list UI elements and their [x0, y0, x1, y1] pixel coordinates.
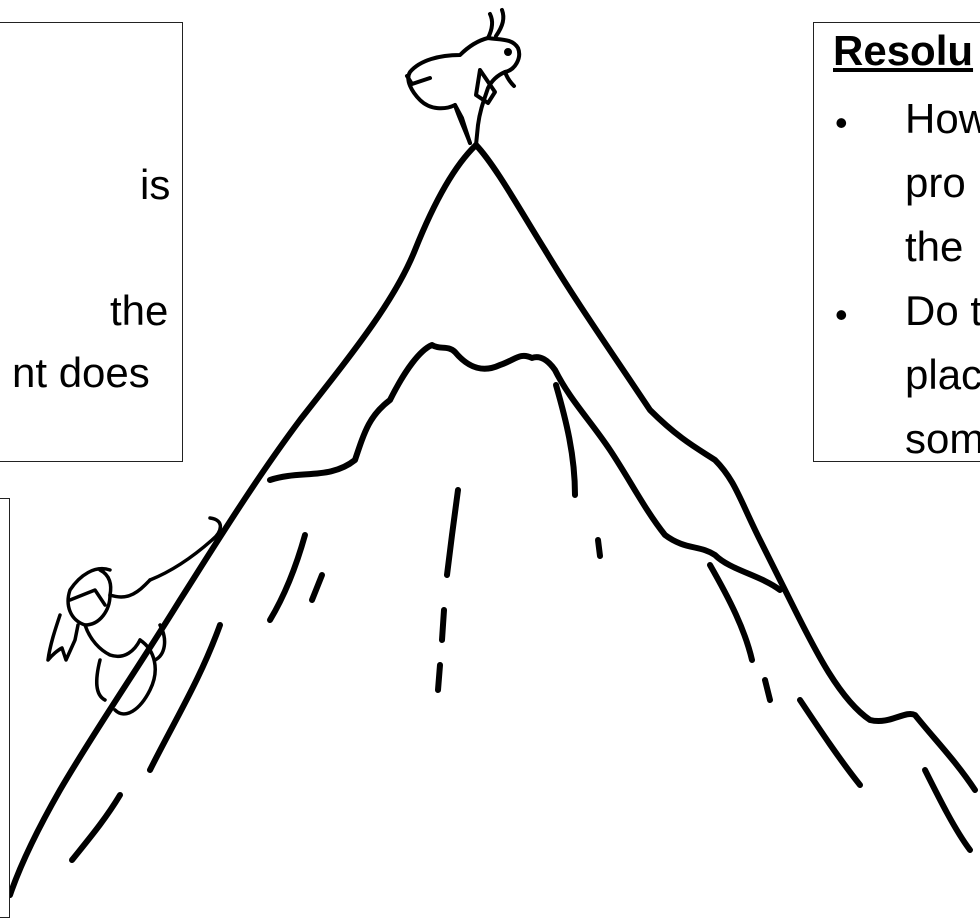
right-text-box — [813, 22, 980, 462]
bullet-1-line-2: pro — [905, 159, 966, 206]
bullet-1-line-1: How — [905, 95, 980, 142]
crevice-11 — [762, 677, 773, 703]
left-text-box — [0, 22, 183, 462]
crevice-6 — [267, 532, 308, 623]
bullet-2-icon: • — [835, 294, 848, 335]
crevice-2 — [439, 607, 447, 643]
bullet-1-icon: • — [835, 102, 848, 143]
left-box-line-2: the — [110, 287, 169, 334]
crevice-8 — [147, 622, 223, 773]
crevice-10 — [707, 562, 755, 663]
left-bottom-box — [0, 498, 10, 918]
crevice-5 — [595, 537, 603, 559]
bullet-1-line-3: the — [905, 223, 964, 270]
bullet-2-line-2: plac — [905, 351, 980, 398]
climber-with-rope — [46, 516, 223, 716]
bullet-2-line-3: som — [905, 415, 980, 462]
left-box-line-1: is — [140, 161, 171, 208]
crevice-13 — [922, 767, 973, 853]
crevice-3 — [435, 662, 443, 693]
mountain-left-slope — [7, 142, 479, 898]
crevice-9 — [69, 792, 123, 863]
goat-at-summit — [405, 8, 522, 147]
mountain-right-slope — [473, 142, 978, 793]
crevice-4 — [553, 382, 578, 498]
right-box-heading: Resolu — [833, 27, 974, 74]
crevice-7 — [309, 572, 325, 603]
snow-line — [267, 342, 783, 593]
bullet-2-line-1: Do t — [905, 287, 980, 334]
left-box-line-3: nt does — [12, 349, 150, 396]
crevice-1 — [444, 487, 461, 578]
crevice-12 — [797, 697, 863, 788]
